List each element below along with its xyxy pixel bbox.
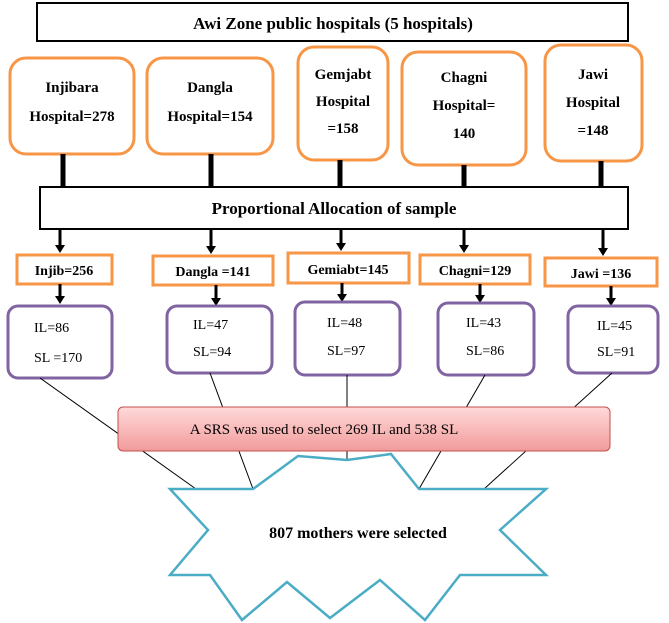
hospital-label-injibara-2: Hospital=278 bbox=[29, 109, 114, 125]
split-sl-dangla: SL=94 bbox=[193, 345, 231, 360]
split-il-chagni: IL=43 bbox=[466, 316, 501, 331]
hospital-label-jawi-3: =148 bbox=[577, 123, 608, 139]
hospital-box-dangla bbox=[145, 56, 275, 156]
hospital-labels: Injibara Hospital=278 Dangla Hospital=15… bbox=[29, 67, 620, 142]
hospital-label-injibara-1: Injibara bbox=[45, 80, 99, 96]
hospital-label-gemjabt-2: Hospital bbox=[316, 94, 370, 110]
allocation-text: Proportional Allocation of sample bbox=[212, 199, 457, 218]
hospital-label-jawi-2: Hospital bbox=[566, 95, 620, 111]
sample-label-jawi: Jawi =136 bbox=[571, 267, 631, 282]
sample-label-dangla: Dangla =141 bbox=[175, 265, 250, 280]
split-box-jawi bbox=[566, 304, 660, 375]
srs-text: A SRS was used to select 269 IL and 538 … bbox=[190, 422, 459, 438]
hospital-box-injibara bbox=[8, 56, 136, 156]
result-text: 807 mothers were selected bbox=[269, 525, 447, 542]
split-il-injib: IL=86 bbox=[34, 321, 69, 336]
hospital-label-chagni-2: Hospital= bbox=[433, 98, 496, 114]
hospital-label-gemjabt-1: Gemjabt bbox=[315, 67, 372, 83]
result-star bbox=[167, 452, 550, 622]
hospital-label-chagni-3: 140 bbox=[453, 126, 476, 142]
split-il-dangla: IL=47 bbox=[193, 318, 228, 333]
hospital-label-dangla-2: Hospital=154 bbox=[167, 109, 253, 125]
allocation-arrows bbox=[55, 229, 608, 256]
split-box-dangla bbox=[165, 304, 274, 375]
sample-labels: Injib=256 Dangla =141 Gemiabt=145 Chagni… bbox=[35, 263, 632, 282]
split-sl-jawi: SL=91 bbox=[597, 345, 635, 360]
sample-box-dangla bbox=[151, 254, 275, 287]
title-box bbox=[36, 2, 629, 42]
sample-label-injib: Injib=256 bbox=[35, 264, 94, 279]
srs-box bbox=[117, 406, 611, 452]
split-il-jawi: IL=45 bbox=[597, 319, 632, 334]
hospital-connectors bbox=[60, 154, 604, 187]
sample-box-jawi bbox=[543, 256, 659, 288]
sample-box-gemiabt bbox=[286, 251, 411, 285]
split-sl-gemiabt: SL=97 bbox=[327, 344, 365, 359]
hospital-label-dangla-1: Dangla bbox=[187, 80, 233, 96]
sample-box-injib bbox=[15, 253, 114, 286]
split-sl-chagni: SL=86 bbox=[466, 344, 504, 359]
hospital-boxes bbox=[8, 43, 644, 167]
split-sl-injib: SL =170 bbox=[34, 351, 82, 366]
title-text: Awi Zone public hospitals (5 hospitals) bbox=[193, 14, 473, 33]
hospital-label-gemjabt-3: =158 bbox=[327, 121, 358, 137]
sample-boxes bbox=[15, 251, 659, 288]
hospital-label-chagni-1: Chagni bbox=[441, 70, 488, 86]
hospital-box-gemjabt bbox=[296, 45, 390, 162]
sample-arrows bbox=[55, 283, 616, 306]
split-box-injib bbox=[6, 304, 114, 380]
hospital-label-jawi-1: Jawi bbox=[578, 67, 608, 83]
sample-box-chagni bbox=[418, 253, 532, 286]
sample-label-chagni: Chagni=129 bbox=[439, 264, 512, 279]
sample-label-gemiabt: Gemiabt=145 bbox=[307, 263, 388, 278]
split-labels: IL=86 SL =170 IL=47 SL=94 IL=48 SL=97 IL… bbox=[34, 316, 635, 366]
allocation-box bbox=[39, 186, 629, 230]
split-box-gemiabt bbox=[293, 300, 402, 377]
split-boxes bbox=[6, 300, 660, 380]
split-box-chagni bbox=[436, 301, 536, 377]
hospital-box-jawi bbox=[543, 43, 644, 163]
split-il-gemiabt: IL=48 bbox=[327, 316, 362, 331]
